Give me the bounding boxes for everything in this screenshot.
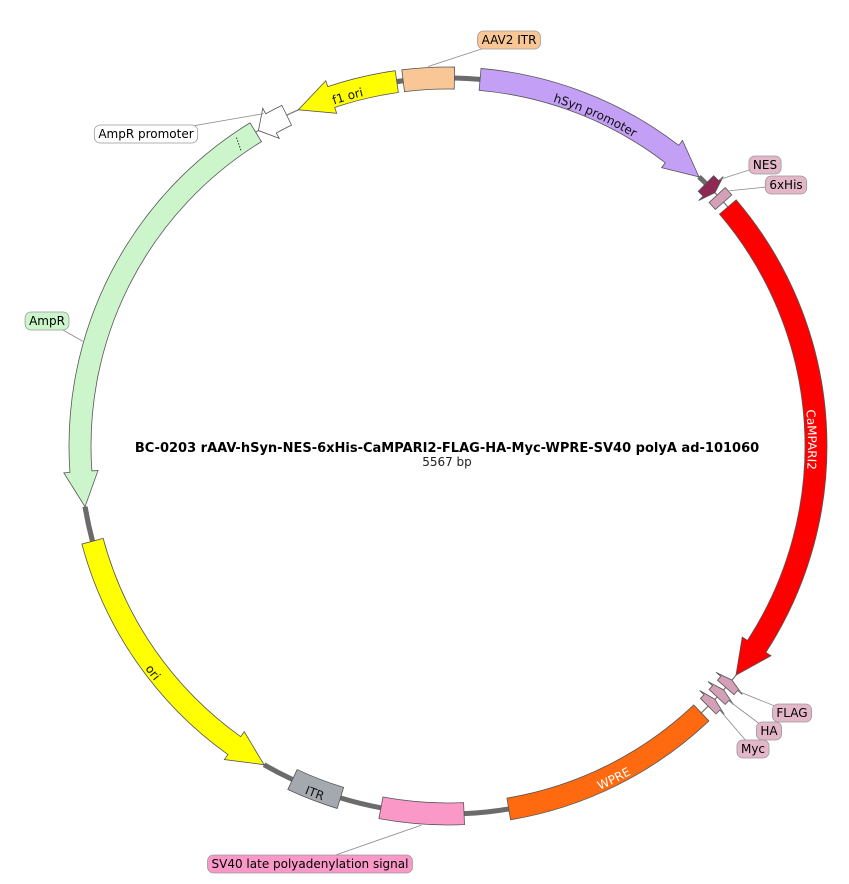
plasmid-title: BC-0203 rAAV-hSyn-NES-6xHis-CaMPARI2-FLA… [135,441,759,456]
label-flag-box [772,703,812,723]
backbone-segment [262,762,294,782]
feature-itr-label: ITR [303,783,326,803]
label-6xhis-text: 6xHis [769,178,802,192]
label-ampr-promoter[interactable]: AmpR promoter [93,113,264,144]
label-myc[interactable]: Myc [720,710,770,759]
feature-hsyn-promoter-shape[interactable] [478,68,700,178]
feature-itr-shape[interactable] [287,769,345,809]
feature-ampr-promoter-shape[interactable] [258,104,293,140]
feature-nes-shape[interactable] [697,175,724,201]
label-ampr-promoter-text: AmpR promoter [98,127,193,141]
backbone-segment [454,75,481,82]
label-myc-box [736,739,770,759]
label-sv40-polya[interactable]: SV40 late polyadenylation signal [207,824,422,874]
label-nes-box [748,155,782,175]
feature-aav2-itr[interactable] [401,66,456,93]
feature-ori-shape[interactable] [81,537,265,766]
label-ampr-promoter-box [93,124,199,144]
feature-ha-shape[interactable] [707,681,734,706]
label-flag[interactable]: FLAG [738,690,812,723]
label-ha-box [755,721,783,741]
backbone-segment [463,806,510,817]
feature-flag[interactable] [715,671,743,696]
feature-ampr-promoter[interactable] [258,104,293,140]
label-myc-text: Myc [741,742,765,756]
feature-wpre[interactable]: WPRE [506,704,710,821]
feature-sv40-polya[interactable] [378,796,465,826]
feature-ha[interactable] [707,681,734,706]
feature-campari2[interactable]: CaMPARI2 [718,199,828,676]
feature-sv40-polya-shape[interactable] [378,796,465,826]
feature-6xhis[interactable] [708,186,733,211]
label-ha[interactable]: HA [729,700,783,741]
feature-ampr[interactable] [63,122,263,508]
label-ampr[interactable]: AmpR [24,311,83,342]
ampr-marker [235,136,242,151]
feature-ori[interactable]: ori [81,537,265,766]
label-6xhis[interactable]: 6xHis [729,175,808,195]
feature-myc-shape[interactable] [699,690,725,715]
feature-itr[interactable]: ITR [287,769,345,809]
label-ampr-box [24,311,70,331]
backbone-segment [697,175,708,186]
feature-myc[interactable] [699,690,725,715]
feature-6xhis-shape[interactable] [708,186,733,211]
plasmid-size: 5567 bp [422,455,472,469]
label-flag-text: FLAG [776,706,807,720]
label-aav2-itr-text: AAV2 ITR [482,33,537,47]
label-nes[interactable]: NES [718,155,782,181]
label-aav2-itr[interactable]: AAV2 ITR [427,30,541,67]
backbone-segment [339,795,382,811]
label-nes-text: NES [753,158,777,172]
feature-ampr-shape[interactable] [63,122,263,508]
label-6xhis-box [764,175,808,195]
feature-flag-shape[interactable] [715,671,743,696]
feature-aav2-itr-shape[interactable] [401,66,456,93]
feature-f1-ori-shape[interactable] [297,70,399,114]
feature-f1-ori[interactable]: f1 ori [297,70,399,114]
label-sv40-polya-box [207,854,413,874]
label-ha-text: HA [760,724,778,738]
feature-wpre-shape[interactable] [506,704,710,821]
label-aav2-itr-box [477,30,541,50]
label-ampr-text: AmpR [29,314,65,328]
feature-hsyn-promoter[interactable]: hSyn promoter [478,68,700,178]
feature-nes[interactable] [697,175,724,201]
feature-campari2-label: CaMPARI2 [804,409,820,470]
feature-campari2-shape[interactable] [718,199,828,676]
backbone-segment [82,506,95,542]
label-sv40-polya-text: SV40 late polyadenylation signal [212,857,409,871]
